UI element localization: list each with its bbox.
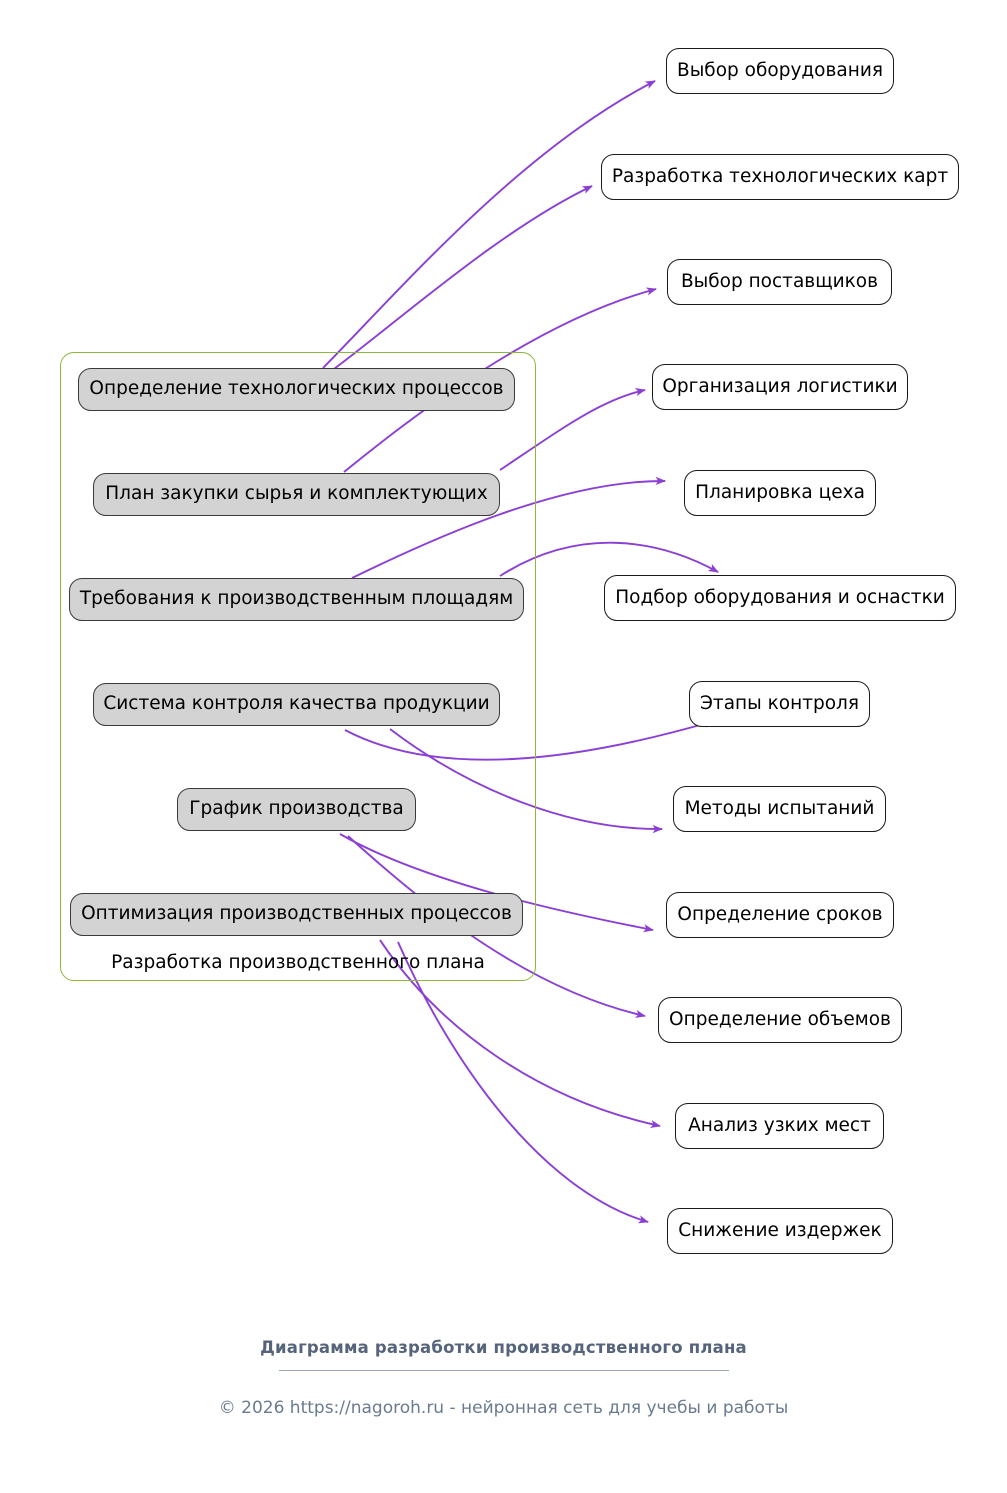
node-etapy-kontrolya[interactable]: Этапы контроля — [689, 681, 870, 727]
node-plan-zakupki-syrya[interactable]: План закупки сырья и комплектующих — [93, 473, 500, 516]
footer: Диаграмма разработки производственного п… — [0, 1338, 1007, 1371]
footer-divider — [278, 1370, 729, 1371]
node-label: График производства — [189, 798, 404, 820]
node-label: Разработка технологических карт — [611, 165, 949, 187]
node-planirovka-ceha[interactable]: Планировка цеха — [684, 470, 876, 516]
node-razrabotka-tehnologicheskih-kart[interactable]: Разработка технологических карт — [601, 154, 959, 200]
node-label: Выбор оборудования — [677, 59, 883, 81]
node-label: Требования к производственным площадям — [79, 588, 514, 610]
node-grafik-proizvodstva[interactable]: График производства — [177, 788, 416, 831]
node-sistema-kontrolya-kachestva[interactable]: Система контроля качества продукции — [93, 683, 500, 726]
footer-credit: © 2026 https://nagoroh.ru - нейронная се… — [218, 1398, 789, 1418]
node-podbor-oborudovaniya-i-osnastki[interactable]: Подбор оборудования и оснастки — [604, 575, 956, 621]
node-label: Оптимизация производственных процессов — [81, 903, 512, 925]
node-analiz-uzkih-mest[interactable]: Анализ узких мест — [675, 1103, 884, 1149]
node-label: Выбор поставщиков — [680, 270, 879, 292]
node-snizhenie-izderzhek[interactable]: Снижение издержек — [667, 1208, 893, 1254]
node-organizaciya-logistiki[interactable]: Организация логистики — [652, 364, 908, 410]
node-label: Определение технологических процессов — [89, 378, 504, 400]
node-label: Определение сроков — [677, 903, 883, 925]
cluster-production-plan — [60, 352, 536, 981]
node-opredelenie-srokov[interactable]: Определение сроков — [666, 892, 894, 938]
node-trebovaniya-k-ploshchadyam[interactable]: Требования к производственным площадям — [69, 578, 524, 621]
node-label: Анализ узких мест — [688, 1114, 871, 1136]
edge-n1-o1 — [322, 80, 656, 369]
node-label: Система контроля качества продукции — [103, 693, 490, 715]
node-opredelenie-tehnologicheskih-processov[interactable]: Определение технологических процессов — [78, 368, 515, 411]
cluster-label: Разработка производственного плана — [111, 952, 485, 973]
node-opredelenie-obemov[interactable]: Определение объемов — [658, 997, 902, 1043]
node-vybor-postavshchikov[interactable]: Выбор поставщиков — [667, 259, 892, 305]
node-label: Определение объемов — [669, 1008, 891, 1030]
node-label: Планировка цеха — [695, 481, 865, 503]
footer-title: Диаграмма разработки производственного п… — [260, 1338, 747, 1357]
node-label: Организация логистики — [662, 375, 898, 397]
node-label: План закупки сырья и комплектующих — [105, 483, 488, 505]
node-optimizaciya-processov[interactable]: Оптимизация производственных процессов — [70, 893, 523, 936]
node-vybor-oborudovaniya[interactable]: Выбор оборудования — [666, 48, 894, 94]
footer-credit-wrap: © 2026 https://nagoroh.ru - нейронная се… — [0, 1398, 1007, 1418]
node-metody-ispytaniy[interactable]: Методы испытаний — [673, 786, 886, 832]
node-label: Снижение издержек — [678, 1219, 882, 1241]
edge-n1-o2 — [329, 185, 593, 373]
node-label: Этапы контроля — [700, 692, 859, 714]
node-label: Подбор оборудования и оснастки — [615, 586, 945, 608]
node-label: Методы испытаний — [684, 797, 875, 819]
edge-n6-o12 — [397, 941, 649, 1224]
